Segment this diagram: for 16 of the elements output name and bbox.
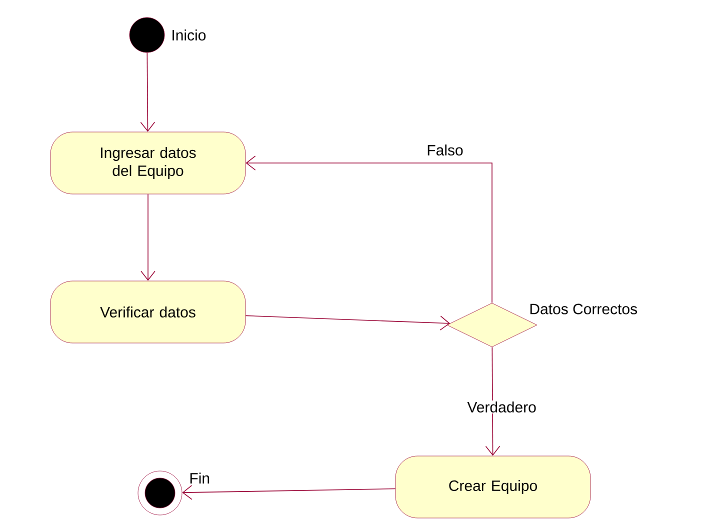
arrow xyxy=(245,315,450,330)
edge-label: Falso xyxy=(426,144,464,157)
node-label: Datos Correctos xyxy=(530,304,637,314)
node-label: Inicio xyxy=(172,30,206,40)
arrow xyxy=(485,346,500,456)
node-label: Fin xyxy=(190,472,210,484)
arrow xyxy=(182,485,396,500)
arrow xyxy=(140,52,156,132)
edge-label: Verdadero xyxy=(466,400,538,414)
arrow xyxy=(140,194,156,281)
arrow xyxy=(246,156,492,304)
start-circle xyxy=(129,17,165,53)
activity-box: Ingresar datos del Equipo xyxy=(50,132,246,194)
activity-box: Verificar datos xyxy=(50,280,246,344)
activity-box: Crear Equipo xyxy=(395,456,591,518)
end-circle xyxy=(138,470,182,516)
